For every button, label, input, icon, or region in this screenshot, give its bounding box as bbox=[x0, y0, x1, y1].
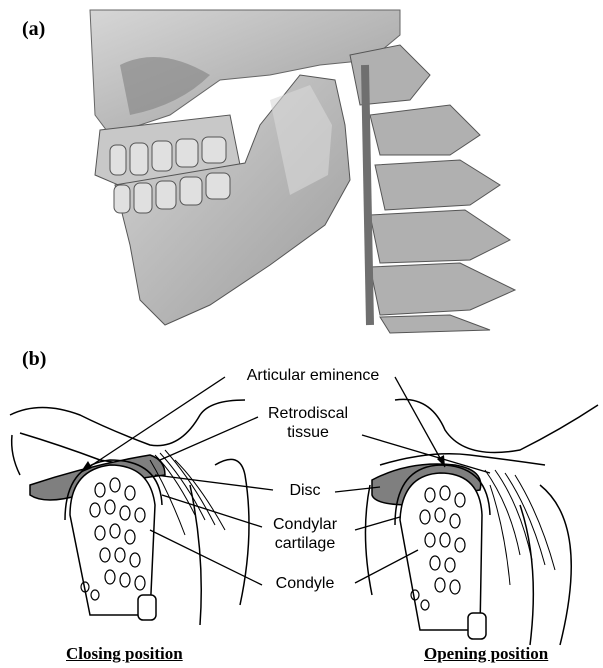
opening-posterior-line bbox=[520, 505, 533, 645]
opening-anterior-line bbox=[365, 485, 372, 595]
opening-small-bone bbox=[468, 613, 486, 639]
caption-opening-position: Opening position bbox=[424, 644, 548, 664]
callout-articular-eminence: Articular eminence bbox=[218, 366, 408, 385]
callout-retrodiscal-line1: Retrodiscal bbox=[248, 404, 368, 423]
closing-small-bone bbox=[138, 595, 156, 620]
callout-condyle: Condyle bbox=[255, 574, 355, 593]
skull-3d-render bbox=[70, 5, 530, 335]
panel-label-a: (a) bbox=[22, 18, 45, 41]
closing-condyle bbox=[70, 465, 155, 615]
caption-closing-position: Closing position bbox=[66, 644, 183, 664]
callout-condylar-line2: cartilage bbox=[250, 534, 360, 553]
callout-retrodiscal-line2: tissue bbox=[248, 423, 368, 442]
closing-anterior-line bbox=[12, 435, 20, 475]
closing-joint bbox=[10, 400, 249, 625]
leader-eminence-right bbox=[395, 377, 445, 467]
leader-retrodiscal-left bbox=[160, 417, 258, 460]
leader-disc-left bbox=[155, 475, 273, 490]
opening-retrodiscal bbox=[485, 470, 555, 585]
opening-joint bbox=[365, 399, 598, 645]
callout-disc: Disc bbox=[270, 481, 340, 500]
leader-cartilage-left bbox=[162, 495, 262, 527]
leader-condyle-left bbox=[150, 530, 262, 585]
spinal-column bbox=[365, 65, 370, 325]
leader-cartilage-right bbox=[355, 517, 400, 530]
opening-eminence-inner bbox=[380, 454, 545, 465]
callout-condylar-line1: Condylar bbox=[250, 515, 360, 534]
cervical-vertebrae bbox=[350, 45, 515, 333]
closing-posterior-bone bbox=[215, 459, 249, 605]
tmj-diagram bbox=[0, 355, 603, 668]
opening-temporal-outline bbox=[395, 399, 598, 452]
